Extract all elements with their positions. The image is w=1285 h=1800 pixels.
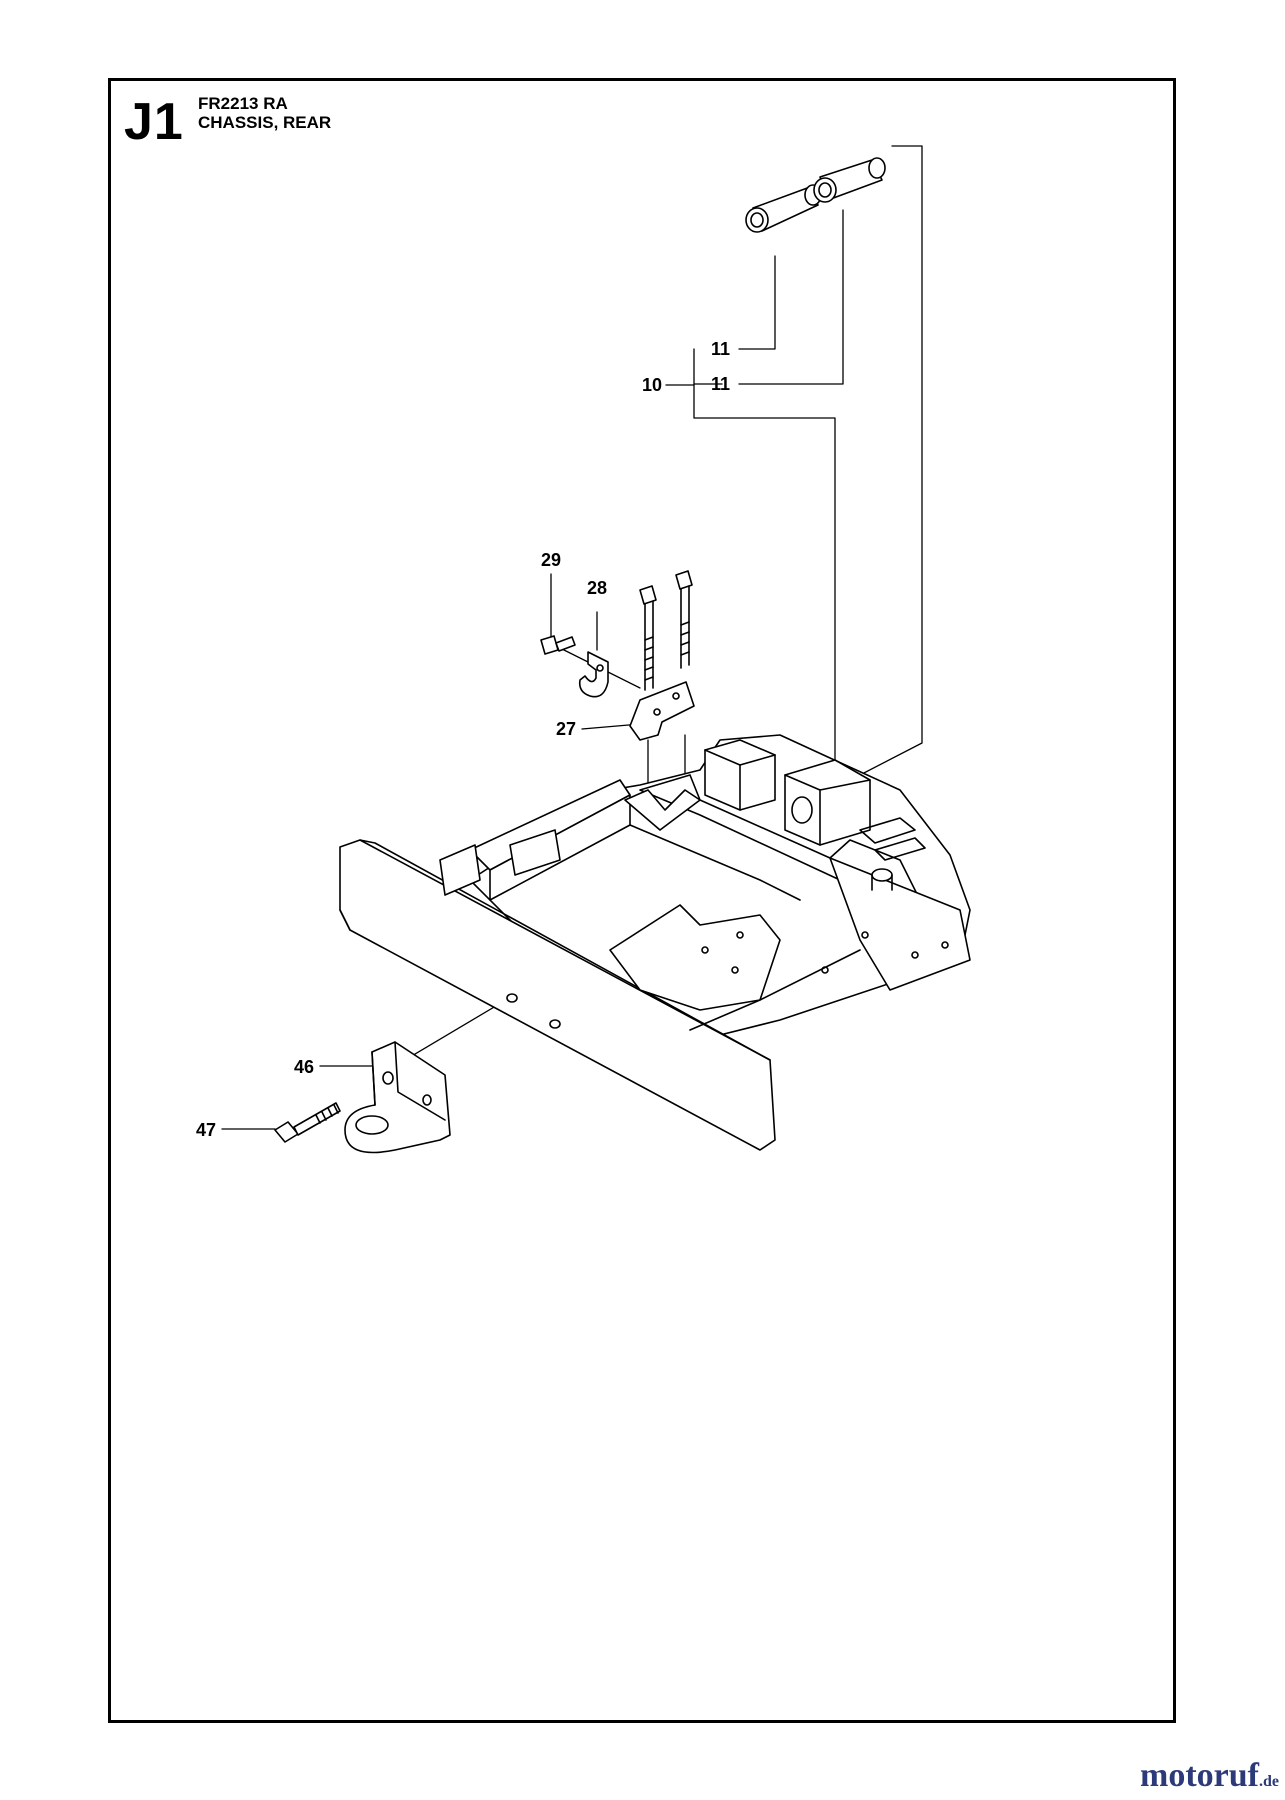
- callout-28: 28: [587, 578, 607, 598]
- bolt-part-47: [274, 1102, 341, 1143]
- diagram-title: CHASSIS, REAR: [198, 113, 332, 132]
- callout-11-upper: 11: [711, 339, 730, 359]
- callout-47: 47: [196, 1120, 216, 1140]
- callout-46: 46: [294, 1057, 314, 1077]
- watermark-logo: motoruf.de: [1140, 1757, 1279, 1795]
- diagram-frame: [108, 78, 1176, 1723]
- model-number: FR2213 RA: [198, 94, 288, 113]
- callout-29: 29: [541, 550, 561, 570]
- hitch-plate-part-46: [344, 1041, 451, 1154]
- callout-27: 27: [556, 719, 576, 739]
- clip-part-28: [578, 651, 609, 698]
- screw-part-29: [540, 635, 576, 655]
- callout-labels: 11 11 10 29 28 27 46 47: [196, 339, 730, 1140]
- section-code: J1: [124, 93, 184, 151]
- watermark-brand: motoruf: [1140, 1757, 1259, 1794]
- callout-11-lower: 11: [711, 374, 730, 394]
- callout-10: 10: [642, 375, 662, 395]
- watermark-tld: .de: [1259, 1773, 1279, 1790]
- spacer-part-11-left: [745, 184, 822, 233]
- spacer-part-11-right: [813, 157, 886, 203]
- rear-chassis-frame: [339, 734, 971, 1151]
- bolt-pair: [639, 570, 693, 691]
- bracket-part-27: [629, 681, 695, 741]
